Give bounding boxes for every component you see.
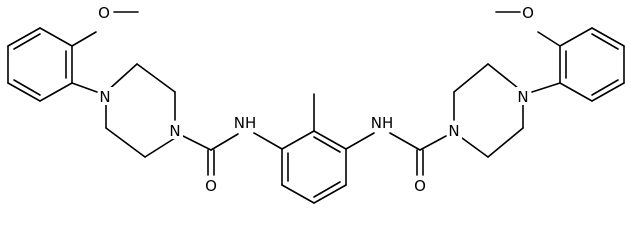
atom-n-amide-right-label: N [448, 122, 459, 140]
right-methoxyphenyl-ring [559, 27, 625, 102]
atom-o-carbonyl-left-label: O [205, 177, 217, 195]
atom-o-methoxy-right-label: O [522, 4, 534, 22]
left-piperazine-ring [105, 63, 176, 158]
atom-n-amide-right: N [447, 121, 462, 140]
central-benzene-ring [253, 130, 375, 204]
atom-o-methoxy-left-label: O [98, 4, 110, 22]
atom-n-aryl-left-label: N [99, 88, 110, 106]
atom-o-methoxy-left: O [97, 3, 112, 22]
atom-o-carbonyl-right: O [413, 176, 428, 195]
left-urea-group [182, 133, 239, 176]
molecule-structure: O N N NH O NH O N N O [7, 3, 625, 204]
atom-nh-right: NH [369, 113, 394, 132]
atom-o-carbonyl-right-label: O [414, 177, 426, 195]
atom-n-aryl-right-label: N [517, 88, 528, 106]
left-aryl-n-bond [71, 82, 98, 93]
left-methoxy-group [71, 11, 139, 47]
atom-n-aryl-right: N [516, 87, 531, 106]
atom-o-carbonyl-left: O [204, 176, 219, 195]
atom-n-aryl-left: N [98, 87, 113, 106]
right-methoxy-group [495, 11, 561, 47]
atom-o-methoxy-right: O [521, 3, 536, 22]
atom-n-amide-left-label: N [169, 122, 180, 140]
right-urea-group [389, 132, 447, 176]
atom-nh-right-label: NH [371, 114, 394, 132]
left-methoxyphenyl-ring [7, 27, 73, 102]
atom-nh-left-label: NH [234, 114, 257, 132]
atom-n-amide-left: N [168, 121, 183, 140]
right-aryl-n-bond [531, 82, 561, 93]
atom-nh-left: NH [233, 113, 258, 132]
right-piperazine-ring [453, 63, 524, 158]
